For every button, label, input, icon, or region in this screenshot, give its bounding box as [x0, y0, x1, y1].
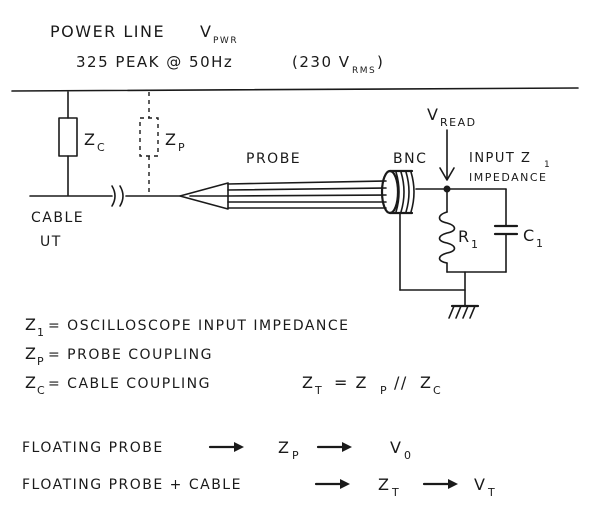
ground-symbol-hatch	[448, 305, 476, 319]
vread-symbol: V	[427, 105, 439, 124]
cable-label-ut: UT	[40, 234, 62, 250]
formula-zc-subscript: C	[433, 384, 442, 397]
legend-zc-symbol: Z	[25, 373, 37, 392]
case2-arrow2-head	[448, 479, 458, 489]
legend-z1-text: = OSCILLOSCOPE INPUT IMPEDANCE	[48, 318, 350, 334]
bnc-shell	[388, 169, 414, 215]
zc-subscript: C	[97, 141, 106, 154]
title-power-line: POWER LINE	[50, 22, 165, 41]
probe-body-line-3	[227, 194, 387, 197]
zc-impedance-box	[58, 117, 78, 157]
case1-v-symbol: V	[390, 438, 402, 457]
zp-impedance-box	[139, 117, 159, 157]
zp-subscript: P	[178, 141, 186, 154]
case1-arrow2-head	[342, 442, 352, 452]
case2-z-subscript: T	[391, 486, 400, 499]
case1-v-subscript: 0	[404, 449, 413, 462]
formula-equals-zp: = Z	[334, 373, 368, 392]
r1-label: R	[458, 227, 471, 246]
rms-close: )	[377, 53, 384, 71]
bnc-label: BNC	[393, 151, 427, 167]
legend-z1-subscript: 1	[37, 326, 46, 339]
cable-break-symbol	[111, 185, 124, 207]
legend-zp-subscript: P	[37, 355, 45, 368]
formula-zc-symbol: Z	[420, 373, 432, 392]
zc-label: Z	[84, 130, 96, 149]
case1-z-symbol: Z	[278, 438, 290, 457]
case2-v-symbol: V	[474, 475, 486, 494]
probe-label: PROBE	[246, 151, 301, 167]
legend-zc-subscript: C	[37, 384, 46, 397]
vpwr-subscript: PWR	[213, 36, 238, 46]
vread-subscript: READ	[440, 116, 477, 129]
formula-zt-subscript: T	[314, 384, 323, 397]
c1-subscript: 1	[536, 237, 545, 250]
r1-coil	[438, 211, 456, 264]
legend-z1-symbol: Z	[25, 315, 37, 334]
vpwr-symbol: V	[200, 22, 212, 41]
formula-zt-symbol: Z	[302, 373, 314, 392]
zp-label: Z	[165, 130, 177, 149]
input-z1-subscript: 1	[544, 160, 551, 170]
legend-zp-symbol: Z	[25, 344, 37, 363]
bnc-front-ring	[380, 169, 400, 215]
formula-parallel: //	[394, 373, 408, 392]
rms-open: (230 V	[292, 53, 351, 71]
c1-label: C	[523, 226, 536, 245]
legend-zc-text: = CABLE COUPLING	[48, 376, 211, 392]
cable-label: CABLE	[31, 210, 84, 226]
case1-text: FLOATING PROBE	[22, 440, 164, 456]
case2-arrow1-head	[340, 479, 350, 489]
power-line	[11, 87, 579, 92]
legend-zp-text: = PROBE COUPLING	[48, 347, 213, 363]
case2-v-subscript: T	[487, 486, 496, 499]
case1-arrow1-head	[234, 442, 244, 452]
case2-text: FLOATING PROBE + CABLE	[22, 477, 242, 493]
probe-body-line-2	[227, 187, 387, 191]
vread-arrow-head	[439, 167, 455, 181]
rms-subscript: RMS	[352, 66, 376, 76]
probe-body-top	[227, 180, 387, 185]
formula-zp-subscript: P	[380, 384, 388, 397]
impedance-label: IMPEDANCE	[469, 171, 547, 184]
power-spec: 325 PEAK @ 50Hz	[76, 53, 233, 71]
r1-subscript: 1	[471, 238, 480, 251]
case2-z-symbol: Z	[378, 475, 390, 494]
case1-z-subscript: P	[292, 449, 300, 462]
bnc-shell-hatching	[395, 171, 415, 213]
input-z1-label: INPUT Z	[469, 151, 531, 166]
